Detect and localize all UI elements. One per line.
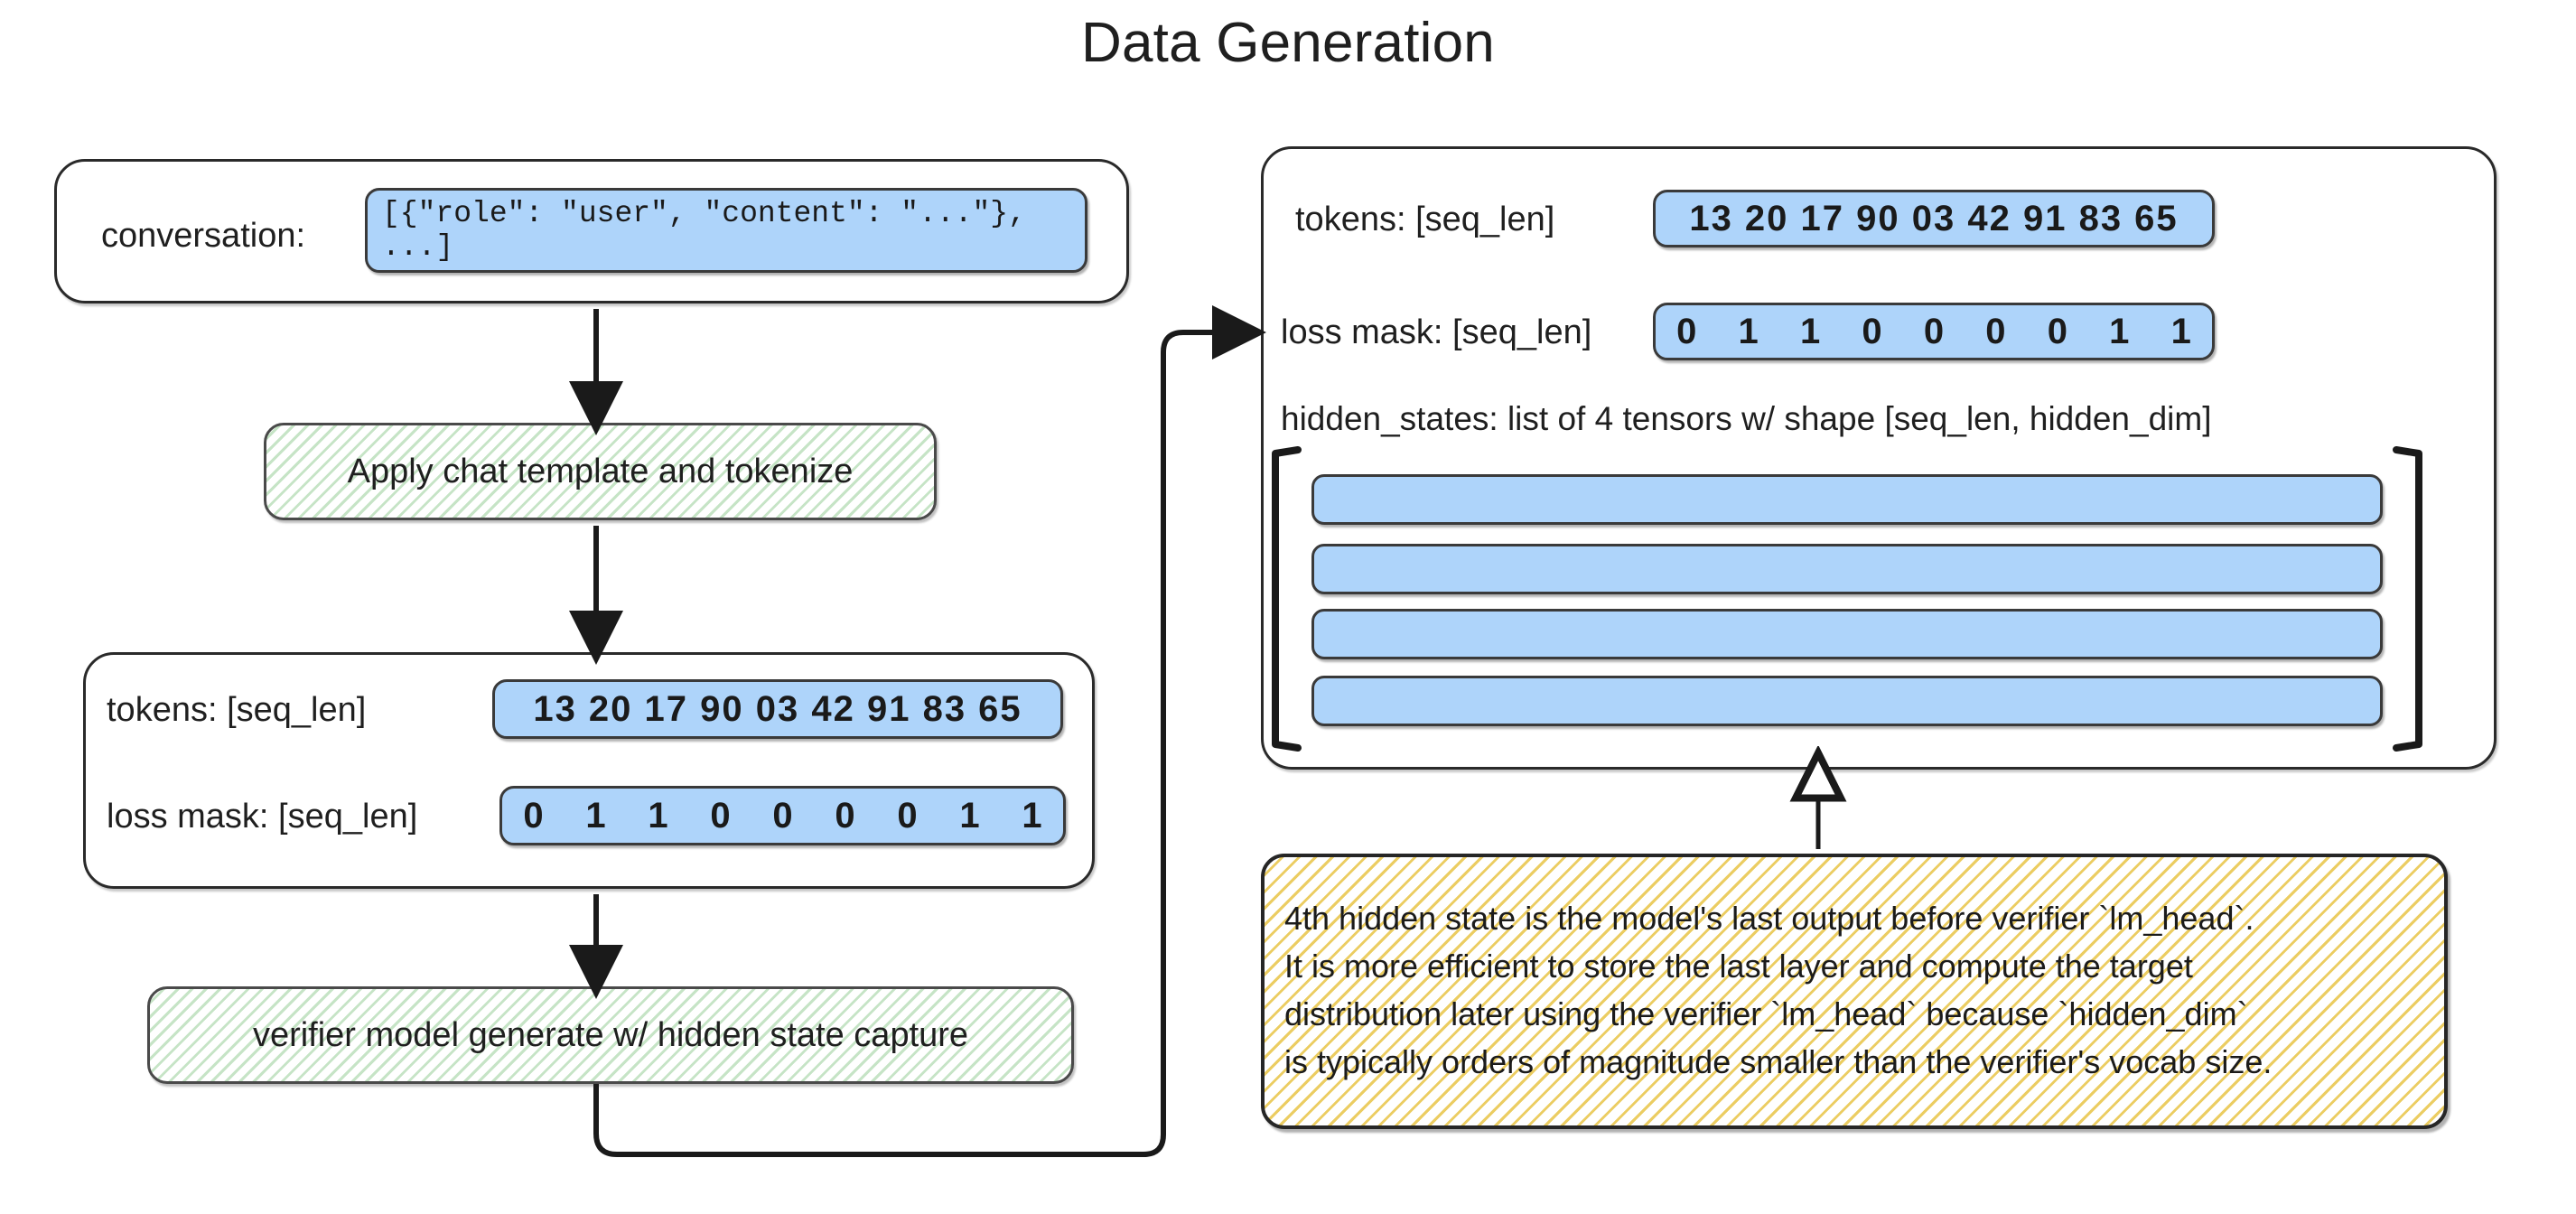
loss-mask-cell: 0 (897, 795, 918, 836)
process-apply-chat-template-label: Apply chat template and tokenize (347, 452, 854, 490)
loss-mask-cell: 0 (772, 795, 793, 836)
loss-mask-cell: 1 (1799, 311, 1821, 351)
loss-mask-cell: 1 (648, 795, 668, 836)
loss-mask-cell: 0 (835, 795, 855, 836)
process-apply-chat-template: Apply chat template and tokenize (264, 423, 937, 520)
process-verifier-generate-label: verifier model generate w/ hidden state … (252, 1015, 969, 1054)
loss-mask-cell: 0 (1985, 311, 2006, 351)
hidden-state-bar (1311, 544, 2383, 594)
left-tokens-pill: 13 20 17 90 03 42 91 83 65 (492, 679, 1063, 739)
right-loss-mask-label: loss mask: [seq_len] (1281, 313, 1592, 351)
loss-mask-cell: 1 (2170, 311, 2191, 351)
loss-mask-cell: 0 (1676, 311, 1697, 351)
note-line: It is more efficient to store the last l… (1284, 947, 2193, 985)
explanatory-note: 4th hidden state is the model's last out… (1261, 854, 2448, 1129)
conversation-label: conversation: (101, 217, 306, 255)
loss-mask-cell: 0 (1923, 311, 1945, 351)
hidden-state-bar (1311, 609, 2383, 659)
process-verifier-generate: verifier model generate w/ hidden state … (147, 986, 1074, 1084)
loss-mask-cell: 0 (710, 795, 731, 836)
right-tokens-label: tokens: [seq_len] (1295, 201, 1555, 238)
loss-mask-cell: 0 (2047, 311, 2067, 351)
right-tokens-pill: 13 20 17 90 03 42 91 83 65 (1653, 190, 2215, 247)
conversation-value: [{"role": "user", "content": "..."}, ...… (382, 197, 1026, 264)
hidden-states-label: hidden_states: list of 4 tensors w/ shap… (1281, 400, 2212, 437)
left-tokens-label: tokens: [seq_len] (107, 691, 367, 729)
loss-mask-cell: 1 (959, 795, 980, 836)
loss-mask-cell: 0 (523, 795, 544, 836)
conversation-value-pill: [{"role": "user", "content": "..."}, ...… (365, 188, 1087, 273)
right-output-panel (1261, 146, 2497, 770)
loss-mask-cell: 1 (2109, 311, 2130, 351)
note-line: 4th hidden state is the model's last out… (1284, 900, 2254, 937)
loss-mask-cell: 1 (585, 795, 606, 836)
page-title: Data Generation (1081, 12, 1495, 74)
loss-mask-cell: 1 (1738, 311, 1759, 351)
note-line: is typically orders of magnitude smaller… (1284, 1042, 2273, 1080)
hidden-state-bar (1311, 676, 2383, 726)
left-tokens-values: 13 20 17 90 03 42 91 83 65 (533, 688, 1022, 729)
hidden-state-bar (1311, 474, 2383, 525)
loss-mask-cell: 1 (1022, 795, 1042, 836)
loss-mask-cell: 0 (1862, 311, 1882, 351)
note-line: distribution later using the verifier `l… (1284, 995, 2248, 1032)
right-tokens-values: 13 20 17 90 03 42 91 83 65 (1689, 198, 2179, 238)
left-loss-mask-label: loss mask: [seq_len] (107, 798, 418, 836)
